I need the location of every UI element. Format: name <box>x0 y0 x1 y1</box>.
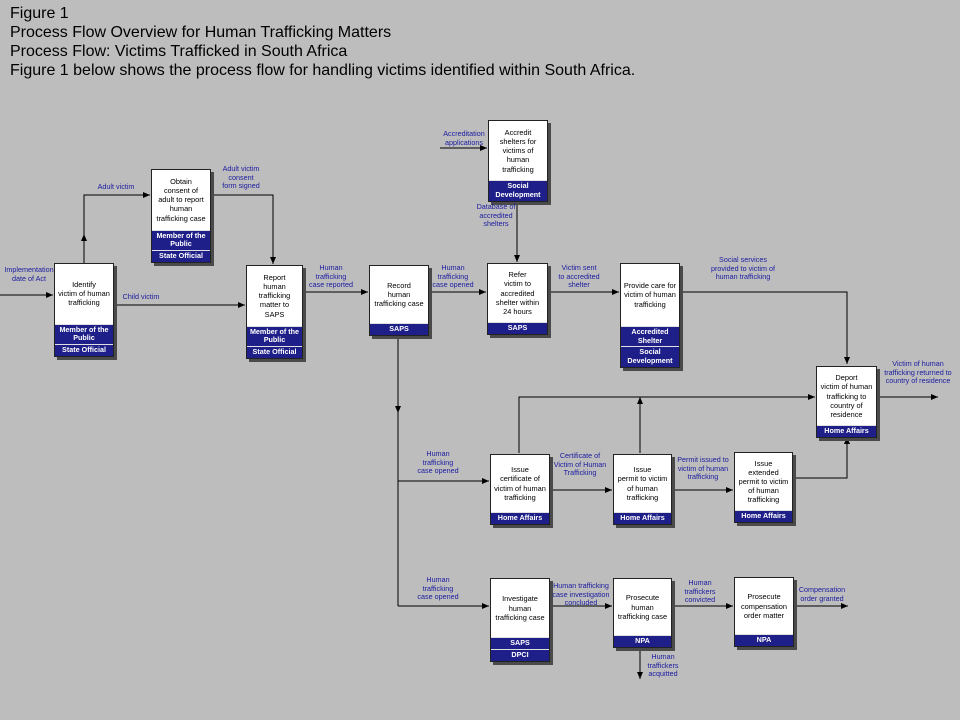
label-case-opened: Human trafficking case opened <box>417 575 459 602</box>
figure-title: Process Flow Overview for Human Traffick… <box>10 24 392 41</box>
box-provide-care-owner: Social Development <box>621 346 679 367</box>
box-obtain-consent-owner: Member of the Public <box>152 229 210 251</box>
box-compensation-order-owner: NPA <box>735 634 793 646</box>
box-deport-victim-text: Deport victim of human trafficking to co… <box>820 373 873 419</box>
box-prosecute-case-owner: NPA <box>614 635 671 647</box>
box-record-case-owner: SAPS <box>370 323 428 335</box>
box-refer-victim-text: Refer victim to accredited shelter withi… <box>495 270 540 316</box>
box-compensation-order: Prosecute compensation order matter NPA <box>734 577 794 647</box>
box-deport-victim-owner: Home Affairs <box>817 425 876 437</box>
box-obtain-consent: Obtain consent of adult to report human … <box>151 169 211 263</box>
box-report-to-saps-owner: Member of the Public <box>247 325 302 347</box>
label-investigation-concluded: Human trafficking case investigation con… <box>552 581 610 608</box>
box-accredit-shelters-owner: Social Development <box>489 180 547 201</box>
box-refer-victim: Refer victim to accredited shelter withi… <box>487 263 548 335</box>
arrow-identify-to-consent <box>83 192 150 263</box>
box-investigate-case: Investigate human trafficking case SAPS … <box>490 578 550 662</box>
arrow-care-to-deport <box>679 291 850 364</box>
label-permit-issued: Permit issued to victim of human traffic… <box>677 455 729 482</box>
arrow-certificate-to-deport <box>518 394 815 453</box>
box-issue-certificate: Issue certificate of victim of human tra… <box>490 454 550 525</box>
box-report-to-saps: Report human trafficking matter to SAPS … <box>246 265 303 359</box>
box-prosecute-case-text: Prosecute human trafficking case <box>617 593 668 621</box>
box-investigate-case-text: Investigate human trafficking case <box>495 594 545 622</box>
box-obtain-consent-owner: State Official <box>152 250 210 262</box>
figure-number: Figure 1 <box>10 5 69 22</box>
label-case-reported: Human trafficking case reported <box>309 263 353 290</box>
label-compensation-granted: Compensation order granted <box>798 585 846 603</box>
box-identify-victim-text: Identify victim of human trafficking <box>58 280 110 308</box>
box-issue-certificate-text: Issue certificate of victim of human tra… <box>494 465 546 502</box>
box-provide-care-text: Provide care for victim of human traffic… <box>623 281 677 309</box>
box-issue-extended-permit-owner: Home Affairs <box>735 510 792 522</box>
label-implementation-date: Implementation date of Act <box>4 265 54 283</box>
arrow-consent-to-report <box>210 194 276 264</box>
box-issue-certificate-owner: Home Affairs <box>491 512 549 524</box>
box-issue-extended-permit: Issue extended permit to victim of human… <box>734 452 793 523</box>
label-case-opened: Human trafficking case opened <box>432 263 474 290</box>
label-accreditation-applications: Accreditation applications <box>443 129 485 147</box>
label-social-services: Social services provided to victim of hu… <box>711 255 775 282</box>
box-compensation-order-text: Prosecute compensation order matter <box>740 592 787 620</box>
label-victim-certificate: Certificate of Victim of Human Trafficki… <box>553 451 607 478</box>
label-consent-signed: Adult victim consent form signed <box>222 164 260 191</box>
box-report-to-saps-text: Report human trafficking matter to SAPS <box>258 272 291 319</box>
box-issue-permit: Issue permit to victim of human traffick… <box>613 454 672 525</box>
box-provide-care: Provide care for victim of human traffic… <box>620 263 680 368</box>
box-prosecute-case: Prosecute human trafficking case NPA <box>613 578 672 648</box>
label-adult-victim: Adult victim <box>97 182 135 191</box>
label-traffickers-acquitted: Human traffickers acquitted <box>647 652 679 679</box>
label-shelter-database: Database of accredited shelters <box>476 202 516 229</box>
box-identify-victim: Identify victim of human trafficking Mem… <box>54 263 114 357</box>
box-record-case-text: Record human trafficking case <box>374 280 424 309</box>
box-report-to-saps-owner: State Official <box>247 346 302 358</box>
box-accredit-shelters-text: Accredit shelters for victims of human t… <box>499 127 537 174</box>
box-deport-victim: Deport victim of human trafficking to co… <box>816 366 877 438</box>
box-identify-victim-owner: State Official <box>55 344 113 356</box>
box-record-case: Record human trafficking case SAPS <box>369 265 429 336</box>
box-obtain-consent-text: Obtain consent of adult to report human … <box>156 176 206 223</box>
box-issue-permit-owner: Home Affairs <box>614 512 671 524</box>
label-victim-returned: Victim of human trafficking returned to … <box>884 359 952 386</box>
arrow-extended-to-deport <box>792 437 850 479</box>
label-case-opened: Human trafficking case opened <box>417 449 459 476</box>
box-issue-extended-permit-text: Issue extended permit to victim of human… <box>738 458 789 505</box>
label-victim-sent: Victim sent to accredited shelter <box>558 263 600 290</box>
box-identify-victim-owner: Member of the Public <box>55 323 113 345</box>
box-investigate-case-owner: SAPS <box>491 637 549 650</box>
figure-heading: Figure 1 Process Flow Overview for Human… <box>10 4 635 80</box>
label-child-victim: Child victim <box>122 292 160 301</box>
figure-subtitle: Process Flow: Victims Trafficked in Sout… <box>10 43 348 60</box>
label-traffickers-convicted: Human traffickers convicted <box>684 578 716 605</box>
box-provide-care-owner: Accredited Shelter <box>621 325 679 347</box>
box-investigate-case-owner: DPCI <box>491 649 549 661</box>
box-refer-victim-owner: SAPS <box>488 322 547 334</box>
box-issue-permit-text: Issue permit to victim of human traffick… <box>617 465 668 502</box>
figure-description: Figure 1 below shows the process flow fo… <box>10 62 636 79</box>
box-accredit-shelters: Accredit shelters for victims of human t… <box>488 120 548 202</box>
